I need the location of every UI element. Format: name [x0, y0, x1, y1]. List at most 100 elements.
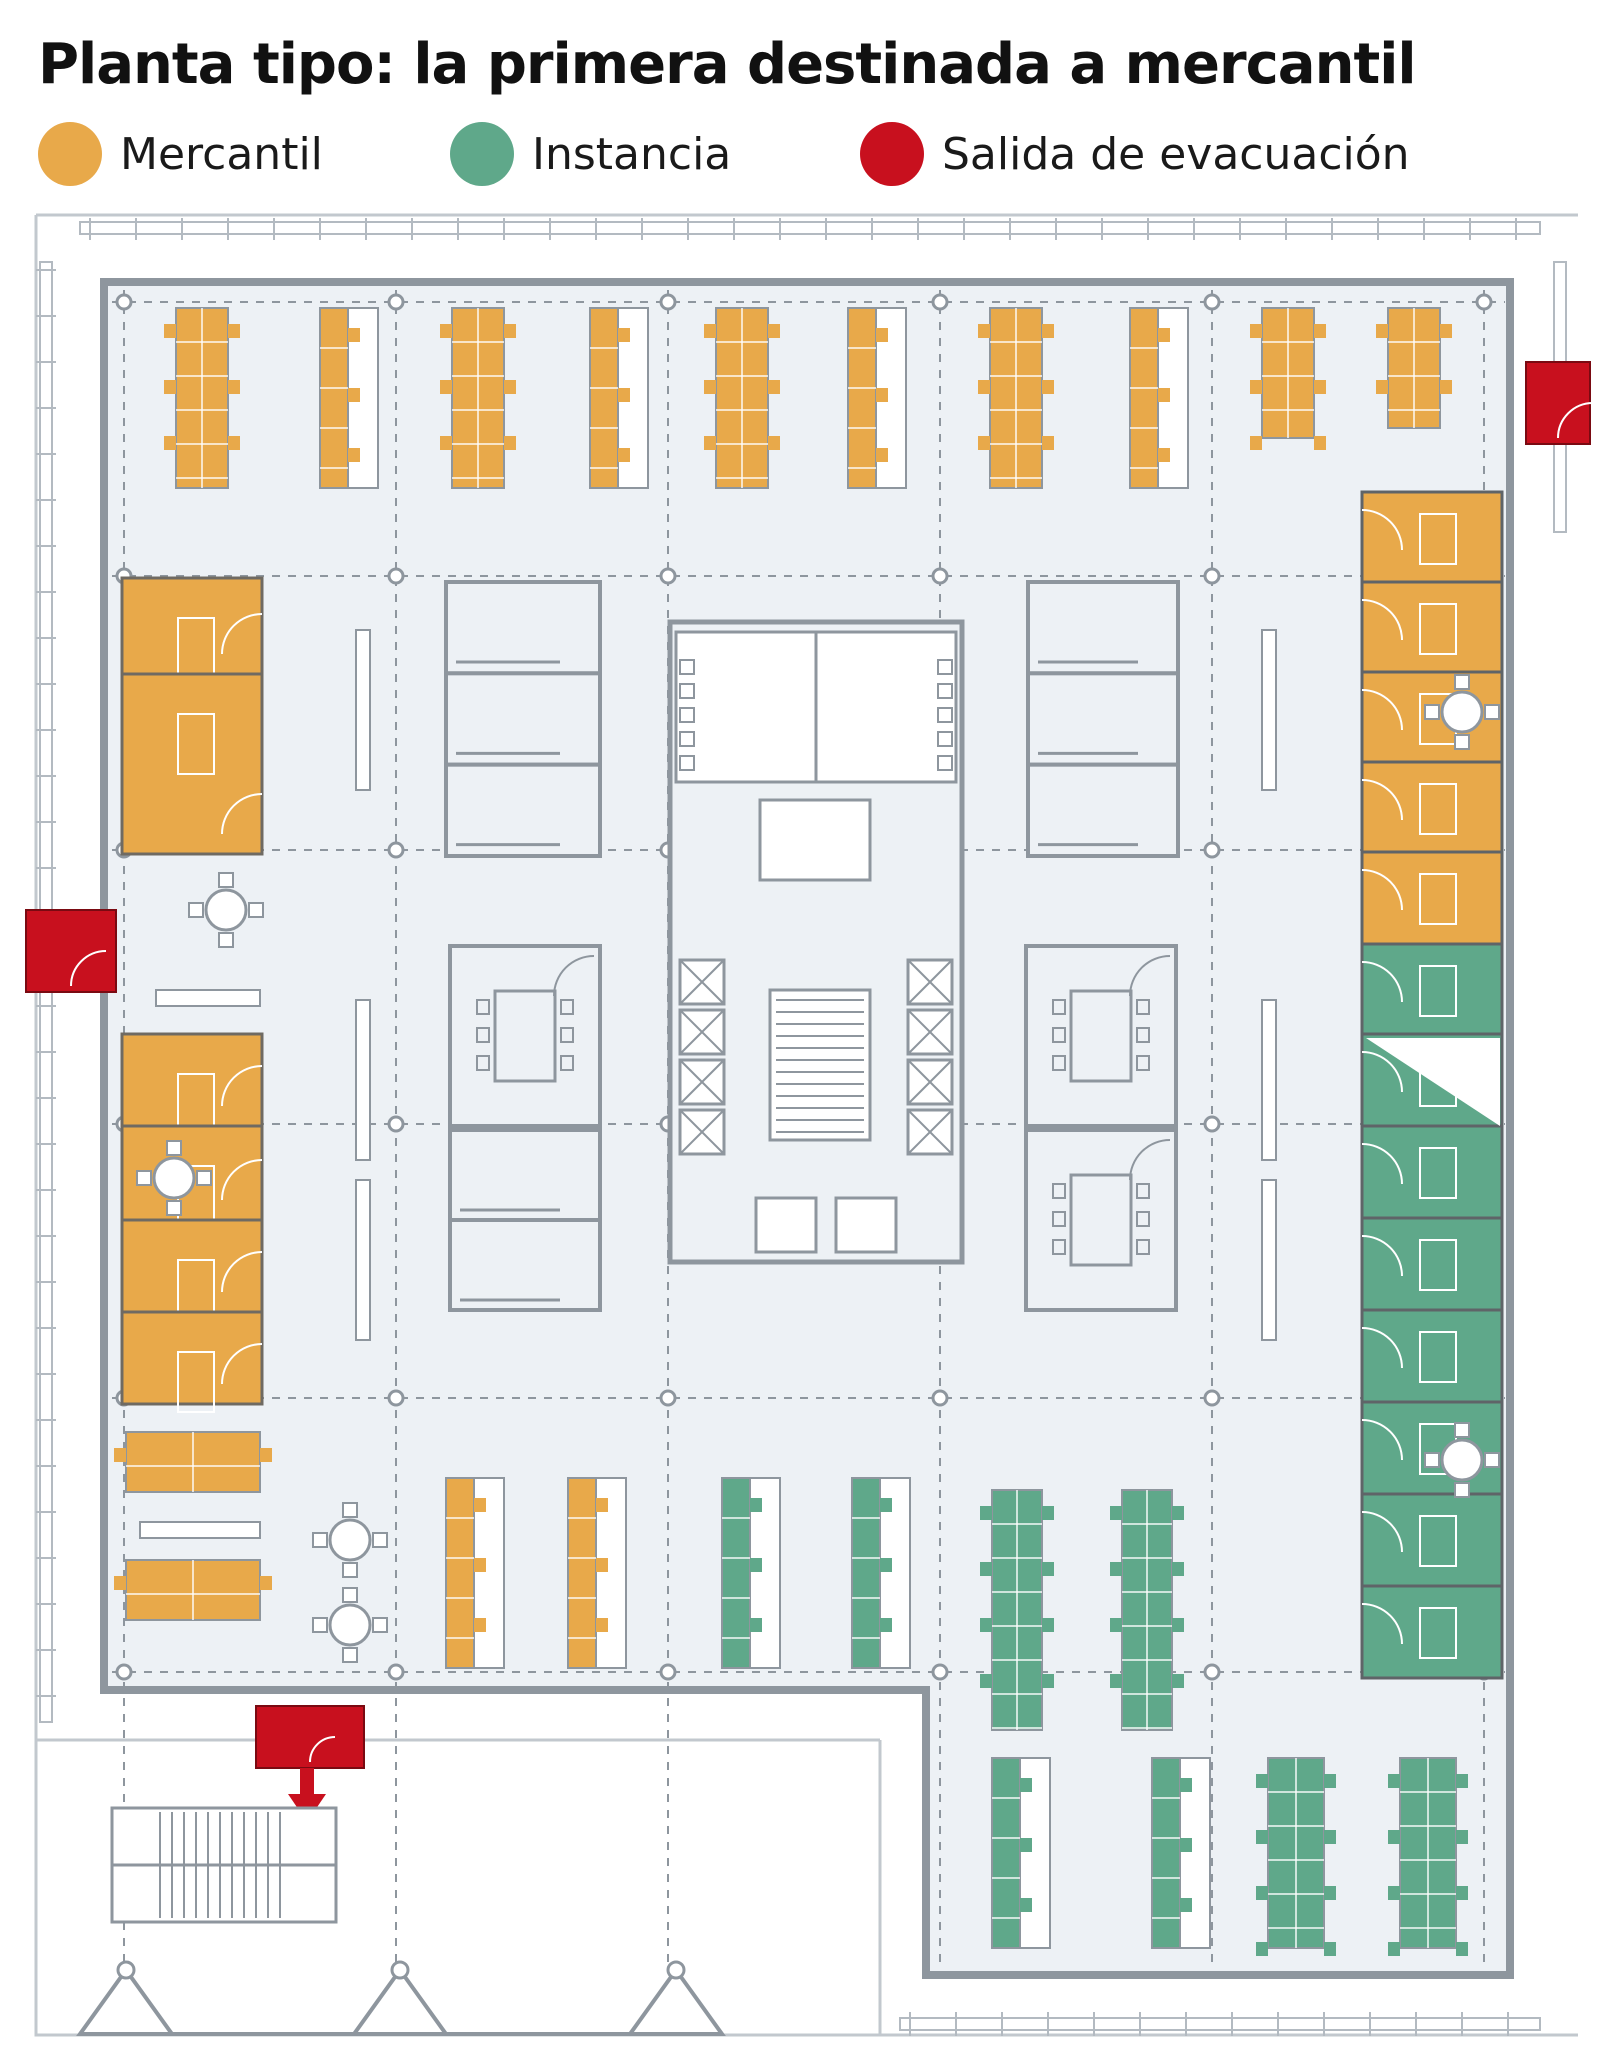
- chair: [1456, 1830, 1468, 1844]
- office-desk: [1419, 965, 1457, 1017]
- chair: [1440, 324, 1452, 338]
- column: [387, 293, 405, 311]
- office-desk: [1419, 1239, 1457, 1291]
- office-desk: [1419, 783, 1457, 835]
- structural-pylon: [350, 1966, 450, 2036]
- round-table: [328, 1603, 372, 1647]
- chair: [476, 1055, 490, 1071]
- chair: [1424, 704, 1440, 720]
- door-swing: [1361, 1235, 1403, 1277]
- office-desk: [1419, 1607, 1457, 1659]
- chair: [1020, 1778, 1032, 1792]
- elevator-cross: [679, 1109, 725, 1155]
- column: [387, 841, 405, 859]
- door-swing: [1361, 1603, 1403, 1645]
- door-swing: [1361, 509, 1403, 551]
- elevator-cross: [679, 1009, 725, 1055]
- bench: [139, 1521, 261, 1539]
- workstations: [114, 307, 1468, 1956]
- instancia-workstations: [1151, 1757, 1181, 1949]
- chair: [164, 436, 176, 450]
- legend-label-salida-evacuacion: Salida de evacuación: [942, 128, 1410, 180]
- chair: [980, 1618, 992, 1632]
- chair: [440, 380, 452, 394]
- chair: [978, 324, 990, 338]
- office-desk: [1419, 1515, 1457, 1567]
- chair: [1042, 324, 1054, 338]
- freight-elevator: [834, 1196, 898, 1254]
- toilet: [679, 683, 695, 699]
- mercantil-workstations: [567, 1477, 597, 1669]
- chair: [166, 1140, 182, 1156]
- chair: [1158, 388, 1170, 402]
- chair: [1052, 1239, 1066, 1255]
- small-room: [444, 671, 602, 767]
- door-swing: [221, 1343, 263, 1385]
- column: [931, 1663, 949, 1681]
- door-swing: [1129, 955, 1171, 997]
- chair: [1172, 1618, 1184, 1632]
- toilet: [937, 683, 953, 699]
- column: [1203, 1115, 1221, 1133]
- chair: [1256, 1830, 1268, 1844]
- chair: [618, 448, 630, 462]
- chair: [880, 1498, 892, 1512]
- office-cutout: [1366, 1038, 1500, 1126]
- chair: [1256, 1886, 1268, 1900]
- chair: [768, 324, 780, 338]
- chair: [1250, 324, 1262, 338]
- partition: [355, 999, 371, 1161]
- chair: [260, 1448, 272, 1462]
- partition: [1261, 999, 1277, 1161]
- door-swing: [1129, 1139, 1171, 1181]
- chair: [1388, 1830, 1400, 1844]
- chair: [560, 1055, 574, 1071]
- chair: [1042, 1562, 1054, 1576]
- chair: [372, 1617, 388, 1633]
- service-room: [758, 798, 872, 882]
- chair: [1042, 1618, 1054, 1632]
- toilet: [937, 755, 953, 771]
- meeting-areas: [136, 580, 1500, 1663]
- bottom-facade-rail: [899, 2017, 1541, 2031]
- chair: [342, 1647, 358, 1663]
- chair: [1136, 1239, 1150, 1255]
- bench: [155, 989, 261, 1007]
- chair: [348, 448, 360, 462]
- chair: [1454, 734, 1470, 750]
- freight-elevator: [754, 1196, 818, 1254]
- chair: [704, 380, 716, 394]
- chair: [1256, 1774, 1268, 1788]
- chair: [504, 324, 516, 338]
- chair: [228, 380, 240, 394]
- chair: [1454, 1482, 1470, 1498]
- chair: [704, 436, 716, 450]
- chair: [1314, 436, 1326, 450]
- toilet: [679, 755, 695, 771]
- chair: [1136, 1027, 1150, 1043]
- chair: [440, 324, 452, 338]
- meeting-table: [1069, 1173, 1133, 1267]
- door-swing: [221, 793, 263, 835]
- chair: [618, 388, 630, 402]
- instancia-office: [1360, 1308, 1504, 1404]
- office-desk: [1419, 873, 1457, 925]
- chair: [1052, 999, 1066, 1015]
- chair: [980, 1674, 992, 1688]
- legend-label-instancia: Instancia: [532, 128, 732, 180]
- chair: [1388, 1942, 1400, 1956]
- chair: [1136, 1183, 1150, 1199]
- pylon-column: [390, 1960, 410, 1980]
- chair: [596, 1558, 608, 1572]
- toilet: [679, 707, 695, 723]
- door-swing: [1361, 1511, 1403, 1553]
- chair: [164, 380, 176, 394]
- exit-door-swing: [1557, 402, 1594, 439]
- round-table: [204, 888, 248, 932]
- mercantil-office: [1360, 850, 1504, 946]
- legend-item-salida-evacuacion: Salida de evacuación: [860, 118, 1410, 190]
- chair: [1172, 1562, 1184, 1576]
- door-swing: [1361, 869, 1403, 911]
- chair: [1314, 324, 1326, 338]
- mercantil-workstations: [319, 307, 349, 489]
